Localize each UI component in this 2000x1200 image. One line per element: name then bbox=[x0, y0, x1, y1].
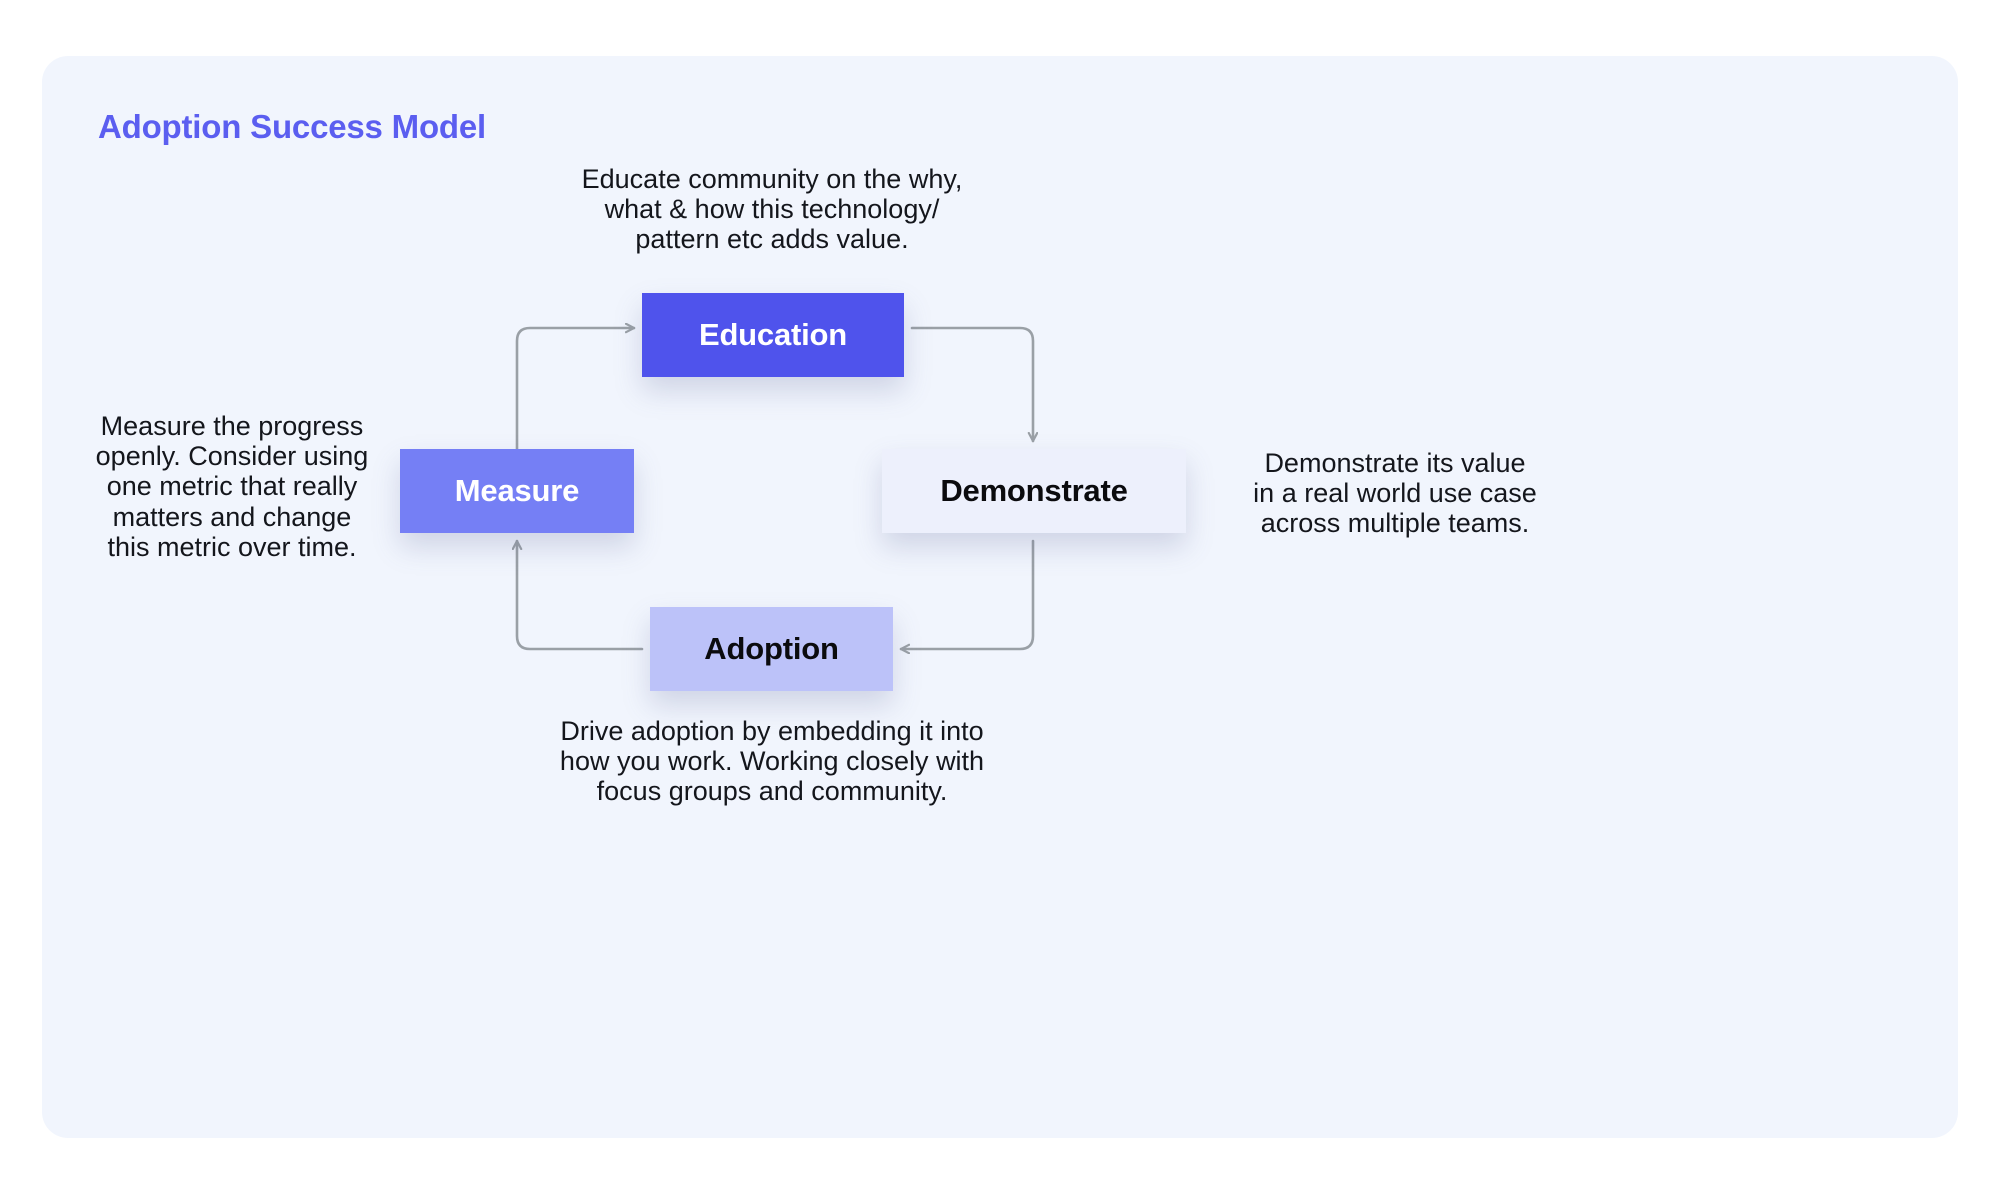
node-demonstrate-label: Demonstrate bbox=[940, 473, 1128, 508]
caption-adoption: Drive adoption by embedding it into how … bbox=[559, 716, 985, 807]
edge-adoption-to-measure bbox=[517, 539, 644, 651]
node-education[interactable]: Education bbox=[642, 293, 904, 377]
edge-education-to-demonstrate bbox=[910, 326, 1033, 443]
node-adoption-label: Adoption bbox=[704, 631, 839, 666]
edge-demonstrate-to-adoption bbox=[899, 539, 1035, 649]
node-measure[interactable]: Measure bbox=[400, 449, 634, 533]
diagram-stage: Education Measure Demonstrate Adoption E… bbox=[42, 56, 1958, 1138]
page-title: Adoption Success Model bbox=[98, 108, 486, 145]
node-education-label: Education bbox=[698, 317, 848, 352]
node-demonstrate[interactable]: Demonstrate bbox=[882, 449, 1186, 533]
node-measure-label: Measure bbox=[454, 473, 580, 508]
caption-education: Educate community on the why, what & how… bbox=[581, 164, 963, 255]
caption-measure: Measure the progress openly. Consider us… bbox=[95, 411, 369, 562]
node-adoption[interactable]: Adoption bbox=[650, 607, 893, 691]
edge-measure-to-education bbox=[515, 328, 636, 451]
adoption-success-model-card: Adoption Success Model Education Measure bbox=[42, 56, 1958, 1138]
caption-demonstrate: Demonstrate its value in a real world us… bbox=[1253, 448, 1537, 539]
